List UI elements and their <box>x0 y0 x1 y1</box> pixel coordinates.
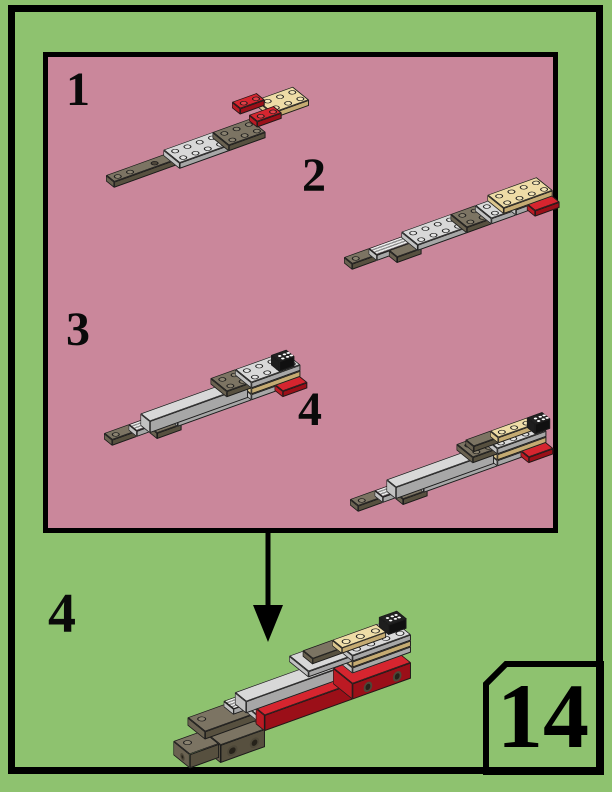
pin-hole <box>149 160 160 167</box>
console-dot <box>540 417 545 421</box>
stud <box>274 93 286 100</box>
stud <box>124 169 136 175</box>
stud <box>506 188 517 195</box>
console-dot <box>396 615 402 619</box>
console-dot <box>544 416 550 419</box>
stud <box>241 367 253 374</box>
stud <box>295 96 306 102</box>
stud <box>218 130 230 137</box>
stud <box>428 232 439 239</box>
stud <box>249 374 261 380</box>
stud <box>239 132 250 139</box>
stud <box>356 497 368 504</box>
console-dot <box>280 357 285 360</box>
stud <box>216 376 228 383</box>
stud <box>514 195 525 202</box>
stud <box>251 128 263 134</box>
stud <box>530 180 542 186</box>
stud <box>282 100 294 107</box>
technic-hole <box>227 743 238 758</box>
page-number: 14 <box>497 665 589 767</box>
stud <box>518 184 529 191</box>
stud <box>508 424 520 431</box>
stud <box>501 199 513 206</box>
stud <box>456 212 468 219</box>
technic-hole <box>180 750 185 762</box>
stud <box>481 203 493 210</box>
technic-hole <box>249 735 260 750</box>
stud <box>180 739 194 746</box>
stud <box>526 190 538 197</box>
stud <box>538 186 550 193</box>
stud <box>350 255 362 262</box>
stud <box>465 219 476 225</box>
stud <box>255 113 266 120</box>
stud <box>238 100 249 107</box>
technic-hole <box>392 670 402 683</box>
stud <box>253 363 265 369</box>
stud <box>339 638 353 645</box>
page-border <box>8 5 603 774</box>
console-dot <box>392 617 397 621</box>
stud <box>190 150 201 157</box>
technic-hole <box>363 680 373 694</box>
stud <box>261 369 273 376</box>
stud <box>407 230 419 236</box>
step-1-label: 1 <box>66 63 90 116</box>
stud <box>354 632 367 640</box>
console-dot <box>535 419 541 422</box>
down-arrow-icon <box>253 531 283 642</box>
stud <box>287 89 298 96</box>
stud <box>177 154 189 161</box>
stud <box>250 95 262 102</box>
step-3-label: 3 <box>66 303 90 356</box>
stud <box>496 429 508 435</box>
stud <box>110 431 122 438</box>
step-4-label: 4 <box>298 383 322 436</box>
stud <box>231 126 242 132</box>
stud <box>493 193 505 199</box>
stud <box>169 148 181 154</box>
stud <box>489 210 501 216</box>
stud <box>194 715 208 723</box>
stud <box>182 143 193 150</box>
stud <box>415 236 427 243</box>
console-dot <box>387 619 393 622</box>
stud <box>225 383 236 389</box>
stud <box>267 108 279 115</box>
stud <box>202 145 214 152</box>
stud <box>420 225 431 232</box>
stud <box>194 139 205 146</box>
stud <box>227 137 238 143</box>
final-step-label: 4 <box>48 583 76 645</box>
stud <box>112 173 124 180</box>
console-dot <box>284 355 290 358</box>
stud <box>368 627 382 635</box>
stud <box>440 227 452 234</box>
console-dot <box>288 353 294 357</box>
stud <box>432 221 443 228</box>
step-2-label: 2 <box>302 149 326 202</box>
